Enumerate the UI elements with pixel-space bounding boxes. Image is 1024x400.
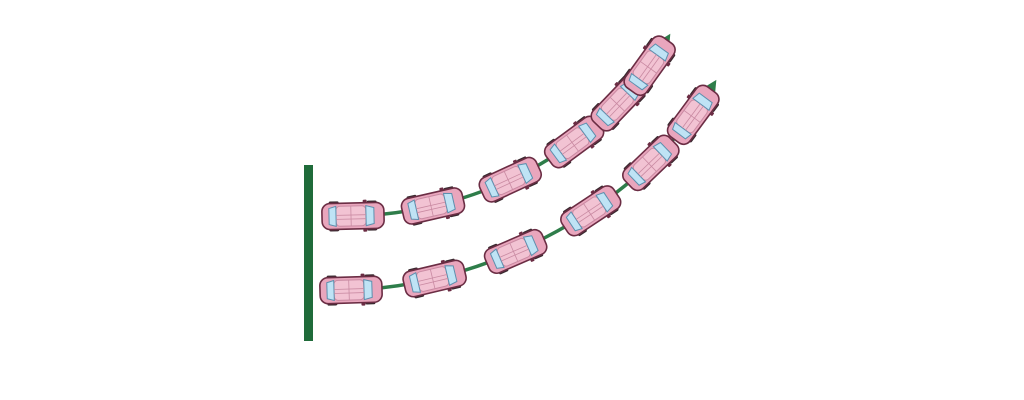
lower-path-car-icon-3 (480, 223, 552, 280)
lower-path-car-icon-1 (318, 272, 384, 308)
upper-path-car-icon-2 (398, 182, 468, 230)
wall-barrier (304, 165, 313, 341)
lower-trajectory-path (349, 89, 712, 292)
upper-path-car-icon-1 (320, 198, 386, 234)
lower-path-car-icon-4 (555, 179, 627, 243)
upper-path-car-icon-3 (474, 151, 546, 209)
lower-path-car-icon-2 (399, 254, 470, 303)
